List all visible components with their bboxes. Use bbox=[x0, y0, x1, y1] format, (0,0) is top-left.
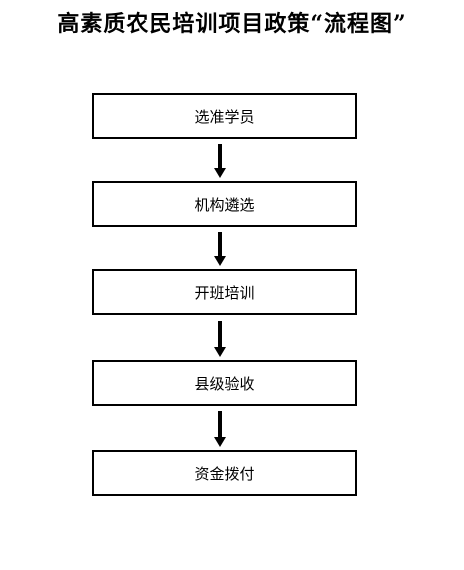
page-title: 高素质农民培训项目政策“流程图” bbox=[57, 11, 407, 37]
flow-arrow-icon bbox=[214, 321, 226, 357]
flow-step-label: 开班培训 bbox=[194, 283, 255, 302]
flow-arrow-icon bbox=[214, 232, 226, 266]
flow-step-label: 机构遴选 bbox=[194, 195, 255, 214]
flow-step-label: 选准学员 bbox=[194, 107, 255, 126]
flow-step-fund-disbursement: 资金拨付 bbox=[92, 450, 357, 496]
flow-step-label: 资金拨付 bbox=[194, 464, 255, 483]
flow-step-select-trainees: 选准学员 bbox=[92, 93, 357, 139]
flow-arrow-icon bbox=[214, 144, 226, 178]
flow-step-institution-selection: 机构遴选 bbox=[92, 181, 357, 227]
flow-step-class-training: 开班培训 bbox=[92, 269, 357, 315]
flow-arrow-icon bbox=[214, 411, 226, 447]
flow-step-county-acceptance: 县级验收 bbox=[92, 360, 357, 406]
flow-step-label: 县级验收 bbox=[194, 374, 255, 393]
